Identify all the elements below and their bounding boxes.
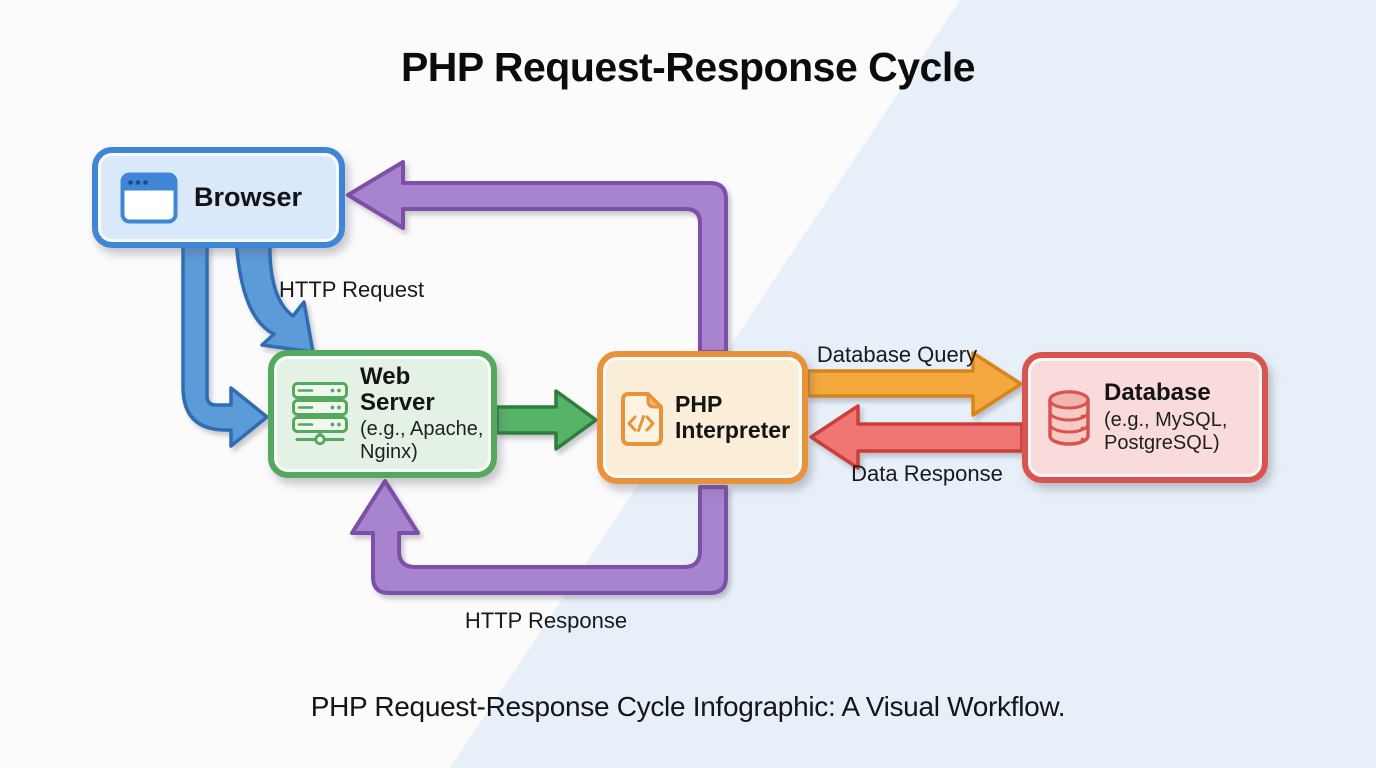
node-web-server: Web Server (e.g., Apache, Nginx) [268, 350, 497, 478]
server-rack-icon [292, 382, 348, 446]
php-to-browser-arrow [346, 160, 728, 354]
http-response-arrow [350, 479, 728, 595]
node-browser: Browser [92, 147, 345, 248]
edge-label-data-response: Data Response [851, 461, 1003, 486]
caption: PHP Request-Response Cycle Infographic: … [310, 691, 1066, 722]
database-query-arrow [806, 351, 1023, 417]
data-response-arrow [809, 404, 1024, 470]
node-php-interpreter-text: PHP Interpreter [675, 392, 802, 443]
node-web-server-sublabel: (e.g., Apache, Nginx) [360, 418, 484, 464]
edge-label-database-query: Database Query [816, 342, 978, 367]
code-file-icon [621, 391, 663, 446]
edge-label-http-response: HTTP Response [464, 608, 628, 633]
node-database-sublabel: (e.g., MySQL, PostgreSQL) [1104, 408, 1228, 454]
node-web-server-text: Web Server (e.g., Apache, Nginx) [360, 362, 491, 465]
node-web-server-label: Web Server [360, 362, 435, 416]
database-cylinder-icon [1048, 389, 1090, 446]
node-php-interpreter: PHP Interpreter [597, 351, 808, 484]
node-browser-text: Browser [194, 181, 303, 213]
node-database-label: Database [1104, 379, 1211, 407]
page-title: PHP Request-Response Cycle [400, 44, 976, 90]
node-database: Database (e.g., MySQL, PostgreSQL) [1022, 352, 1268, 483]
webserver-to-php-arrow [495, 389, 598, 451]
edge-label-http-request: HTTP Request [279, 277, 425, 302]
node-php-interpreter-label: PHP Interpreter [675, 391, 791, 443]
browser-window-icon [120, 172, 178, 223]
node-browser-label: Browser [194, 181, 303, 212]
browser-to-webserver-arrow [181, 236, 269, 448]
node-database-text: Database (e.g., MySQL, PostgreSQL) [1104, 379, 1262, 454]
